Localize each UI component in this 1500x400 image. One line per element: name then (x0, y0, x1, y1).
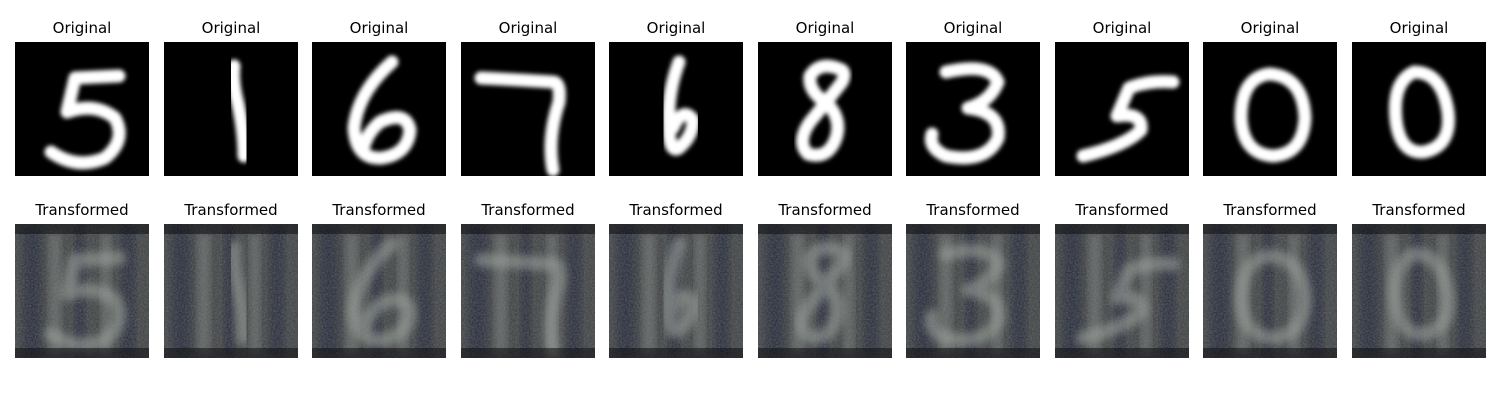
transformed-image (1055, 224, 1189, 358)
transformed-title: Transformed (481, 201, 575, 219)
original-title: Original (498, 19, 558, 37)
transformed-title: Transformed (778, 201, 872, 219)
transformed-title: Transformed (629, 201, 723, 219)
original-title: Original (646, 19, 706, 37)
original-title: Original (943, 19, 1003, 37)
original-title: Original (201, 19, 261, 37)
transformed-title: Transformed (1223, 201, 1317, 219)
original-image (906, 42, 1040, 176)
original-image (609, 42, 743, 176)
transformed-image (1203, 224, 1337, 358)
transformed-image (1352, 224, 1486, 358)
original-image (1203, 42, 1337, 176)
transformed-title: Transformed (1372, 201, 1466, 219)
original-title: Original (52, 19, 112, 37)
transformed-image (609, 224, 743, 358)
original-image (1055, 42, 1189, 176)
transformed-title: Transformed (35, 201, 129, 219)
transformed-image (312, 224, 446, 358)
transformed-title: Transformed (184, 201, 278, 219)
transformed-image (164, 224, 298, 358)
transformed-title: Transformed (332, 201, 426, 219)
original-title: Original (795, 19, 855, 37)
original-title: Original (349, 19, 409, 37)
original-title: Original (1092, 19, 1152, 37)
original-image (1352, 42, 1486, 176)
transformed-title: Transformed (1075, 201, 1169, 219)
transformed-title: Transformed (926, 201, 1020, 219)
original-image (758, 42, 892, 176)
original-image (312, 42, 446, 176)
transformed-image (906, 224, 1040, 358)
transformed-image (461, 224, 595, 358)
transformed-image (15, 224, 149, 358)
original-image (164, 42, 298, 176)
original-title: Original (1389, 19, 1449, 37)
original-image (461, 42, 595, 176)
original-image (15, 42, 149, 176)
transformed-image (758, 224, 892, 358)
original-title: Original (1240, 19, 1300, 37)
